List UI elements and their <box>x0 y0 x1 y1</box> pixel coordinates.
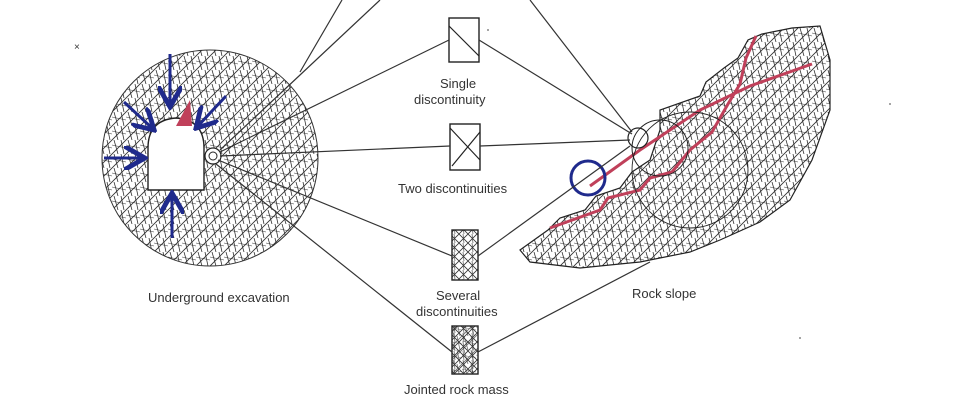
label-rock-slope: Rock slope <box>632 286 697 301</box>
arrow-icon <box>198 94 228 126</box>
arrow-icon <box>122 100 152 128</box>
label-underground-excavation: Underground excavation <box>148 290 290 305</box>
label-single: Single <box>440 76 477 91</box>
label-single-discontinuity: discontinuity <box>414 92 486 107</box>
label-jointed-rock-mass: Jointed rock mass <box>404 382 509 397</box>
connector-lines <box>215 0 651 353</box>
sample-jointed <box>451 325 479 375</box>
zoom-circle <box>627 127 649 149</box>
highlight-circle <box>569 159 607 197</box>
underground-excavation-figure <box>101 49 319 267</box>
sample-single <box>448 17 480 63</box>
discontinuity-lines <box>549 35 813 230</box>
label-several: Several <box>436 288 481 303</box>
tunnel-opening <box>147 117 205 191</box>
label-two-discontinuities: Two discontinuities <box>398 181 508 196</box>
rock-slope-figure <box>519 25 831 269</box>
stress-arrows <box>104 54 228 238</box>
sample-two <box>449 123 481 171</box>
label-several-discontinuities: discontinuities <box>416 304 498 319</box>
zoom-circle <box>204 147 222 165</box>
wedge-marker <box>176 100 192 126</box>
svg-text:×: × <box>74 42 80 53</box>
sample-several <box>451 229 479 281</box>
